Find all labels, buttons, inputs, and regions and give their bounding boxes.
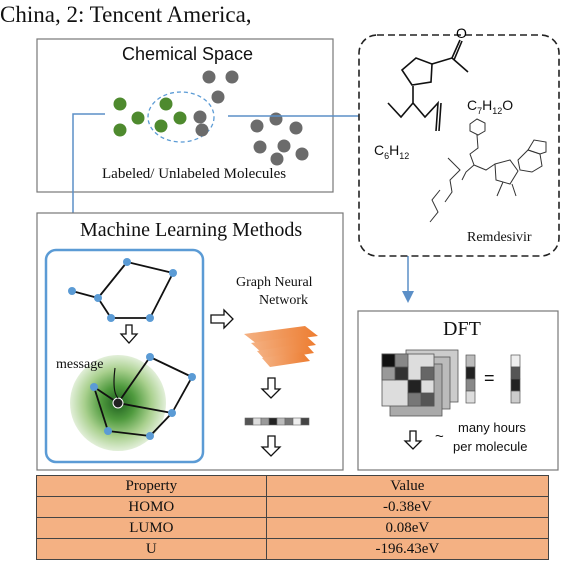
oxygen-label: O [456,25,467,41]
table-cell: U [36,538,267,560]
ml-title: Machine Learning Methods [80,219,303,241]
embedding-down-arrow [260,435,282,457]
gnn-label-line1: Graph Neural [236,275,313,290]
formula-c6h12: C6H12 [374,142,410,161]
cyclopentyl-ketone-structure [400,39,469,86]
to-gnn-arrow [210,308,234,330]
dft-vector-right [510,354,521,404]
table-cell: 0.08eV [265,517,550,539]
table-cell: -196.43eV [265,538,550,560]
table-header-row: Property Value [36,475,550,497]
remdesivir-label: Remdesivir [467,230,532,245]
chemical-space-caption: Labeled/ Unlabeled Molecules [102,166,287,182]
dft-hours-line2: per molecule [453,439,528,454]
table-row: U -196.43eV [36,538,550,560]
table-cell: -0.38eV [265,496,550,518]
arrow-to-ml [67,113,105,246]
labeled-molecules [113,97,187,137]
table-cell: HOMO [36,496,267,518]
message-label: message [56,357,104,372]
embedding-vector [244,417,310,426]
table-row: HOMO -0.38eV [36,496,550,518]
dft-down-arrow [403,430,423,450]
message-graph [90,353,196,440]
hexene-structure [387,86,442,132]
dft-hours-line1: many hours [458,420,526,435]
table-header-cell: Property [36,475,267,497]
labeled-selection-ellipse [147,91,215,143]
gnn-stack-icon [244,326,318,367]
molecules-box [358,34,560,257]
dft-tilde: ~ [435,428,444,445]
gnn-down-arrow [260,377,282,399]
dft-matrix-stack [381,349,459,417]
remdesivir-structure [429,118,547,223]
table-row: LUMO 0.08eV [36,517,550,539]
dft-vector-left [465,354,476,404]
dft-title: DFT [443,318,481,340]
graph-down-arrow [119,324,139,344]
table-header-cell: Value [265,475,550,497]
input-graph [68,258,177,322]
dft-equals: = [484,368,495,388]
formula-c7h12o: C7H12O [467,97,514,116]
table-cell: LUMO [36,517,267,539]
gnn-label-line2: Network [259,293,308,308]
unlabeled-molecules [193,70,309,166]
chemical-space-title: Chemical Space [122,44,254,64]
header-fragment: China, 2: Tencent America, [0,2,252,27]
property-table: Property Value HOMO -0.38eV LUMO 0.08eV … [36,475,550,560]
